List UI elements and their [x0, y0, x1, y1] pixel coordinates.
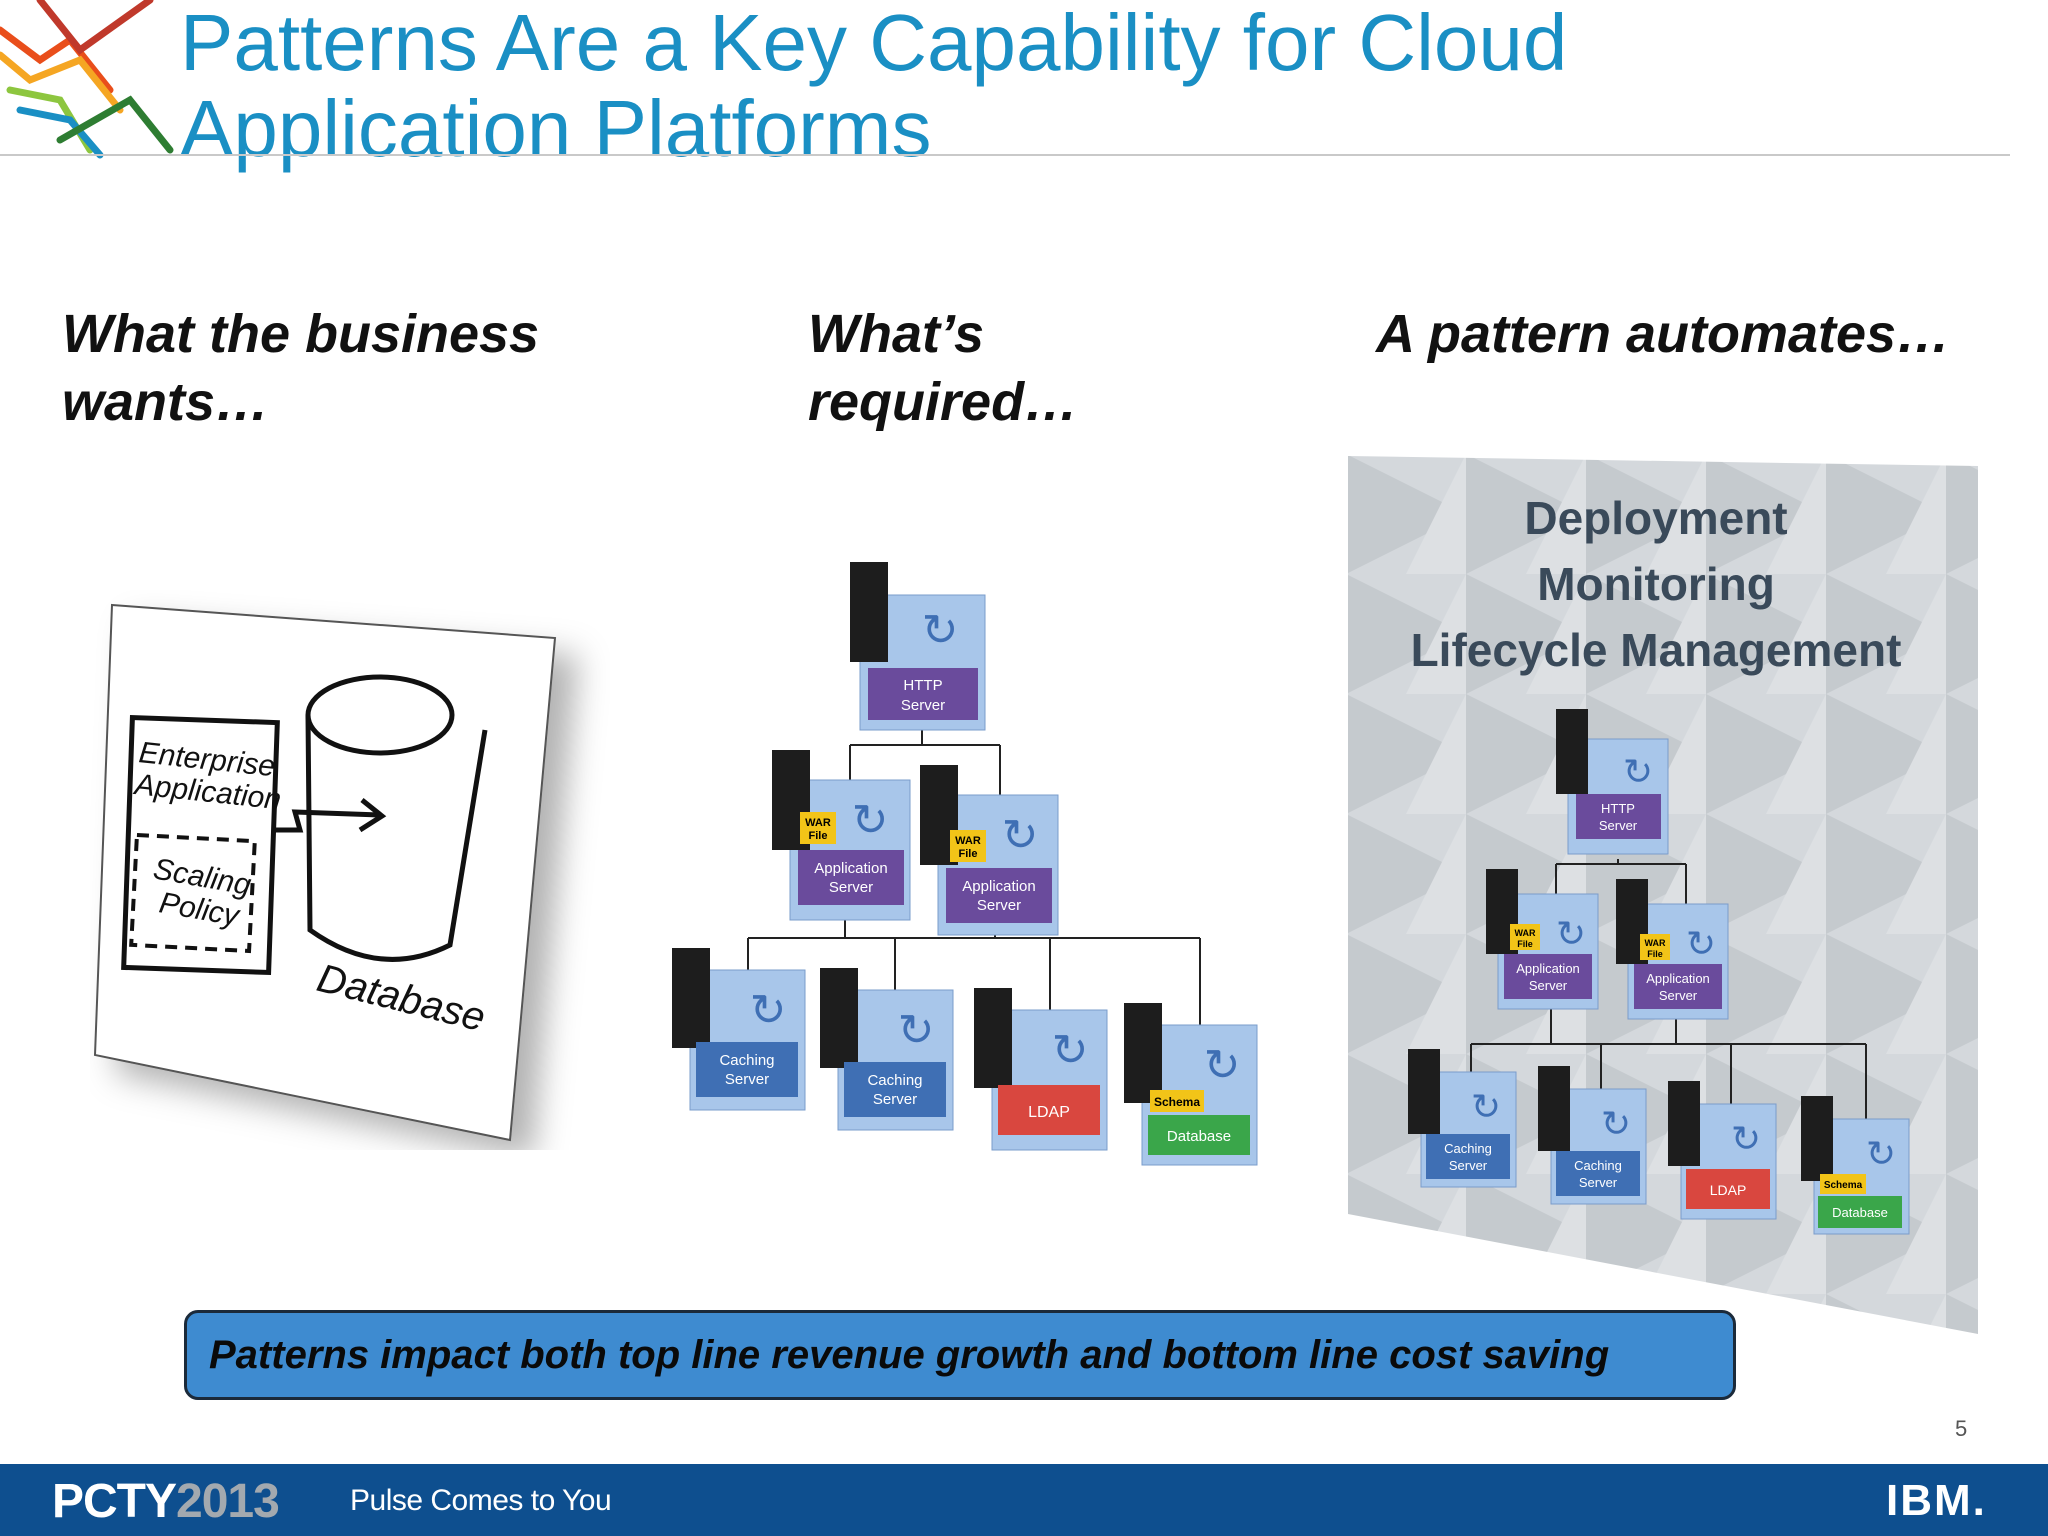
- refresh-icon: ↻: [898, 1006, 935, 1055]
- server-tower-icon: [1801, 1096, 1833, 1181]
- svg-text:File: File: [809, 830, 828, 842]
- svg-text:File: File: [959, 848, 978, 860]
- svg-text:HTTP: HTTP: [1601, 801, 1635, 816]
- ibm-logo: IBM.: [1886, 1476, 1987, 1525]
- svg-text:Application: Application: [1516, 961, 1580, 976]
- refresh-icon: ↻: [1623, 751, 1653, 792]
- svg-text:Deployment: Deployment: [1524, 492, 1787, 544]
- svg-text:WAR: WAR: [805, 817, 831, 829]
- whiteboard-sketch: Enterprise Application Scaling Policy Da…: [93, 603, 557, 1142]
- refresh-icon: ↻: [1601, 1103, 1631, 1144]
- svg-text:Schema: Schema: [1824, 1180, 1863, 1191]
- server-tower-icon: [820, 968, 858, 1068]
- svg-text:Caching: Caching: [867, 1072, 922, 1089]
- refresh-icon: ↻: [1002, 811, 1039, 860]
- svg-text:File: File: [1517, 939, 1533, 949]
- svg-text:Schema: Schema: [1154, 1095, 1200, 1109]
- callout-text: Patterns impact both top line revenue gr…: [209, 1333, 1610, 1377]
- svg-text:HTTP: HTTP: [903, 677, 942, 694]
- column-heading-automates: A pattern automates…: [1376, 304, 1951, 364]
- refresh-icon: ↻: [1866, 1133, 1896, 1174]
- svg-text:Application: Application: [814, 860, 887, 877]
- refresh-icon: ↻: [750, 986, 787, 1035]
- svg-text:Database: Database: [1167, 1128, 1231, 1145]
- panel-node-caching-server-2: ↻ Caching Server: [1538, 1066, 1647, 1205]
- node-http-server: ↻ HTTP Server: [850, 562, 986, 731]
- svg-text:Server: Server: [977, 897, 1021, 914]
- server-tower-icon: [850, 562, 888, 662]
- svg-text:Server: Server: [1659, 988, 1698, 1003]
- svg-text:WAR: WAR: [1645, 938, 1666, 948]
- panel-node-caching-server-1: ↻ Caching Server: [1408, 1049, 1517, 1188]
- svg-text:Application: Application: [962, 878, 1035, 895]
- node-caching-server-2: ↻ Caching Server: [820, 968, 954, 1131]
- refresh-icon: ↻: [1204, 1041, 1241, 1090]
- refresh-icon: ↻: [852, 796, 889, 845]
- svg-text:Caching: Caching: [1444, 1141, 1492, 1156]
- refresh-icon: ↻: [1686, 923, 1716, 964]
- svg-text:WAR: WAR: [955, 835, 981, 847]
- cylinder-database-icon: [305, 674, 488, 962]
- topology-diagram: ↻ HTTP Server WAR File ↻ Application Ser…: [672, 562, 1258, 1166]
- svg-text:Server: Server: [829, 879, 873, 896]
- refresh-icon: ↻: [1556, 913, 1586, 954]
- svg-text:LDAP: LDAP: [1028, 1104, 1070, 1121]
- automation-panel: Deployment Monitoring Lifecycle Manageme…: [1348, 456, 1978, 1334]
- server-tower-icon: [672, 948, 710, 1048]
- footer-tagline: Pulse Comes to You: [350, 1484, 612, 1517]
- svg-text:LDAP: LDAP: [1710, 1182, 1747, 1198]
- footer-brand-logo: PCTY2013: [52, 1475, 280, 1528]
- svg-text:Server: Server: [725, 1071, 769, 1088]
- server-tower-icon: [1408, 1049, 1440, 1134]
- svg-text:Database: Database: [1832, 1205, 1888, 1220]
- panel-node-database: Schema ↻ Database: [1801, 1096, 1910, 1235]
- node-application-server-1: WAR File ↻ Application Server: [772, 750, 911, 921]
- refresh-icon: ↻: [1052, 1026, 1089, 1075]
- svg-text:Monitoring: Monitoring: [1537, 558, 1775, 610]
- node-database: Schema ↻ Database: [1124, 1003, 1258, 1166]
- node-caching-server-1: ↻ Caching Server: [672, 948, 806, 1111]
- slide-title: Patterns Are a Key Capability for Cloud …: [180, 0, 1568, 173]
- server-tower-icon: [974, 988, 1012, 1088]
- node-ldap: ↻ LDAP: [974, 988, 1108, 1151]
- svg-text:Server: Server: [1599, 818, 1638, 833]
- panel-node-http-server: ↻ HTTP Server: [1556, 709, 1669, 855]
- panel-node-ldap: ↻ LDAP: [1668, 1081, 1777, 1220]
- page-number: 5: [1955, 1416, 1968, 1441]
- refresh-icon: ↻: [1471, 1086, 1501, 1127]
- svg-text:Server: Server: [901, 697, 945, 714]
- panel-node-application-server-2: WAR File ↻ Application Server: [1616, 879, 1729, 1020]
- server-tower-icon: [1556, 709, 1588, 794]
- refresh-icon: ↻: [1731, 1118, 1761, 1159]
- svg-text:Server: Server: [1449, 1158, 1488, 1173]
- server-tower-icon: [1538, 1066, 1570, 1151]
- svg-text:WAR: WAR: [1515, 928, 1536, 938]
- node-application-server-2: WAR File ↻ Application Server: [920, 765, 1059, 936]
- server-tower-icon: [1668, 1081, 1700, 1166]
- refresh-icon: ↻: [922, 606, 959, 655]
- panel-node-application-server-1: WAR File ↻ Application Server: [1486, 869, 1599, 1010]
- server-tower-icon: [1124, 1003, 1162, 1103]
- svg-text:Server: Server: [1579, 1175, 1618, 1190]
- svg-text:File: File: [1647, 949, 1663, 959]
- svg-text:Caching: Caching: [1574, 1158, 1622, 1173]
- svg-text:Caching: Caching: [719, 1052, 774, 1069]
- footer-bar: [0, 1464, 2048, 1536]
- svg-text:Server: Server: [873, 1091, 917, 1108]
- svg-text:Lifecycle Management: Lifecycle Management: [1411, 624, 1902, 676]
- callout-box: Patterns impact both top line revenue gr…: [184, 1310, 1736, 1400]
- svg-text:Application: Application: [1646, 971, 1710, 986]
- svg-text:Server: Server: [1529, 978, 1568, 993]
- title-divider: [0, 154, 2010, 156]
- corner-logo-icon: [0, 0, 174, 159]
